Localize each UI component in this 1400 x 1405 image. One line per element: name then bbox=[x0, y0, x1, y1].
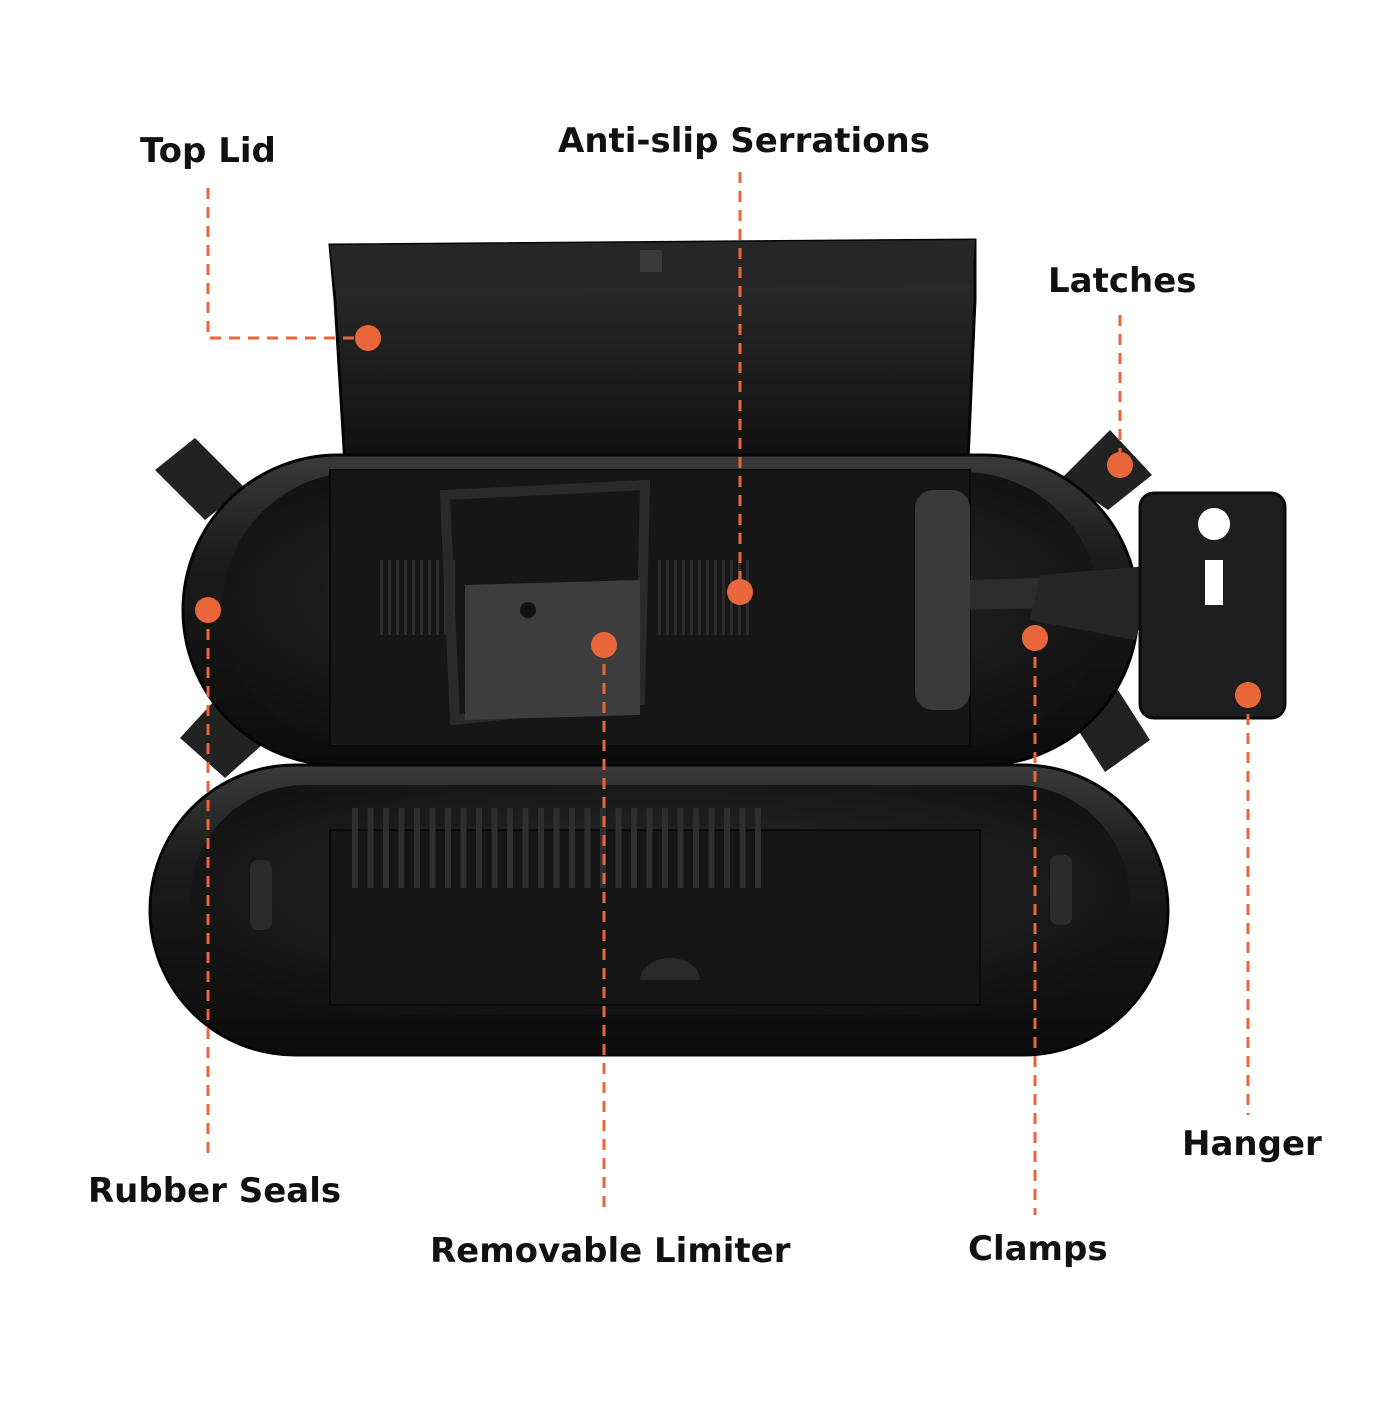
serration-ridge bbox=[662, 808, 668, 888]
orange-dot-icon bbox=[355, 325, 381, 351]
label-rubber-seals: Rubber Seals bbox=[88, 1171, 342, 1211]
serration-ridge bbox=[436, 560, 439, 635]
serration-ridge bbox=[380, 560, 383, 635]
serration-ridge bbox=[522, 808, 529, 888]
serration-ridge bbox=[429, 808, 436, 888]
serration-ridge bbox=[383, 808, 389, 888]
serration-ridge bbox=[414, 808, 420, 888]
serration-ridge bbox=[412, 560, 415, 635]
orange-dot-icon bbox=[1022, 625, 1048, 651]
serration-ridge bbox=[491, 808, 498, 888]
serration-ridge bbox=[388, 560, 391, 635]
serration-ridge bbox=[682, 560, 685, 635]
serration-ridge bbox=[398, 808, 405, 888]
serration-ridge bbox=[724, 808, 730, 888]
serration-ridge bbox=[420, 560, 423, 635]
serration-ridge bbox=[452, 560, 455, 635]
anti-slip-serrations-lower bbox=[352, 808, 761, 888]
serration-ridge bbox=[666, 560, 669, 635]
label-hanger: Hanger bbox=[1182, 1124, 1322, 1164]
serration-ridge bbox=[698, 560, 701, 635]
marker-dots bbox=[195, 325, 1261, 708]
orange-dot-icon bbox=[1235, 682, 1261, 708]
serration-ridge bbox=[404, 560, 407, 635]
serration-ridge bbox=[722, 560, 725, 635]
serration-ridge bbox=[631, 808, 637, 888]
serration-ridge bbox=[396, 560, 399, 635]
serration-ridge bbox=[755, 808, 761, 888]
serration-ridge bbox=[677, 808, 684, 888]
serration-ridge bbox=[445, 808, 451, 888]
orange-dot-icon bbox=[591, 632, 617, 658]
leader-line-top-lid bbox=[206, 188, 368, 340]
serration-ridge bbox=[428, 560, 431, 635]
hanger-shape bbox=[965, 491, 1287, 720]
serration-ridge bbox=[690, 560, 693, 635]
serration-ridge bbox=[553, 808, 560, 888]
serration-ridge bbox=[658, 560, 661, 635]
serration-ridge bbox=[460, 808, 467, 888]
lower-shell-shape bbox=[148, 763, 1170, 1057]
serration-ridge bbox=[708, 808, 715, 888]
serration-ridge bbox=[584, 808, 591, 888]
serration-ridge bbox=[693, 808, 699, 888]
serration-ridge bbox=[507, 808, 513, 888]
label-latches: Latches bbox=[1048, 261, 1197, 301]
serration-ridge bbox=[352, 808, 358, 888]
label-top-lid: Top Lid bbox=[140, 131, 276, 171]
serration-ridge bbox=[600, 808, 606, 888]
label-removable-limiter: Removable Limiter bbox=[430, 1231, 791, 1271]
label-anti-slip-serrations: Anti-slip Serrations bbox=[558, 121, 930, 161]
serration-ridge bbox=[538, 808, 544, 888]
serration-ridge bbox=[367, 808, 374, 888]
serration-ridge bbox=[569, 808, 575, 888]
latches-shape bbox=[155, 430, 1152, 778]
serration-ridge bbox=[714, 560, 717, 635]
serration-ridge bbox=[646, 808, 653, 888]
orange-dot-icon bbox=[195, 597, 221, 623]
serration-ridge bbox=[444, 560, 447, 635]
serration-ridge bbox=[674, 560, 677, 635]
leader-lines bbox=[206, 172, 1250, 1215]
label-clamps: Clamps bbox=[968, 1229, 1108, 1269]
rubber-seals-shape bbox=[915, 490, 970, 710]
serration-ridge bbox=[476, 808, 482, 888]
serration-ridge bbox=[706, 560, 709, 635]
orange-dot-icon bbox=[1107, 452, 1133, 478]
top-lid-shape bbox=[328, 238, 977, 467]
orange-dot-icon bbox=[727, 579, 753, 605]
removable-limiter-shape bbox=[439, 479, 651, 726]
serration-ridge bbox=[739, 808, 746, 888]
serration-ridge bbox=[615, 808, 622, 888]
